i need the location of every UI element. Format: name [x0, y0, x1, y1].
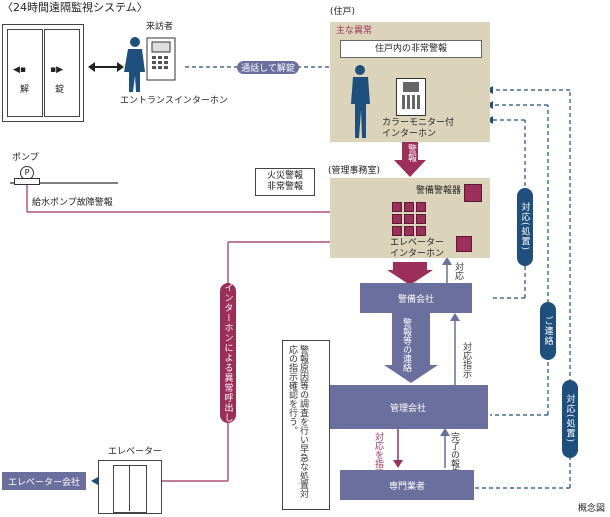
respond-pill-2: 対応(処置): [562, 380, 578, 458]
elevator-company-box: エレベーター会社: [2, 472, 86, 490]
entrance-door: ◀︎▪ ▪▶︎ 解 錠: [2, 24, 84, 122]
respond-instruction-label: 対応指示: [461, 342, 471, 378]
pump-label: ポンプ: [12, 153, 39, 163]
door-left-label: 解: [20, 85, 30, 95]
diagram-title: 〈24時間遠隔監視システム〉: [2, 1, 148, 14]
office-heading: (管理事務室): [328, 166, 381, 176]
entrance-intercom-label: エントランスインターホン: [120, 96, 228, 106]
security-alarm-label: 警備警報器: [416, 186, 462, 196]
residence-heading: (住戸): [330, 7, 356, 17]
elevator-icon: [98, 460, 162, 514]
contact-pill: ご連絡: [540, 302, 556, 360]
security-company-box: 警備会社: [360, 283, 472, 313]
alarm-box: 住戸内の非常警報: [340, 40, 482, 58]
respond-label: 対応: [453, 262, 463, 280]
concept-label: 概念図: [578, 504, 606, 514]
alarm-square-icon: [464, 184, 482, 202]
intercom-call-pill: インターホンによる異常呼出し: [220, 283, 236, 423]
resident-figure-icon: [351, 65, 370, 138]
call-unlock-pill: 通話して解錠: [237, 61, 299, 74]
elevator-intercom-label: エレベーター インターホン: [390, 238, 445, 259]
main-alarm-label: 主な異常: [336, 26, 373, 36]
management-company-box: 管理会社: [328, 385, 488, 429]
alarm-contact-label: 警報等の連絡: [401, 318, 411, 372]
monitor-label: カラーモニター付 インターホン: [382, 118, 455, 139]
elevator-intercom-square-icon: [456, 236, 472, 252]
monitor-intercom-icon: [396, 78, 426, 116]
visitor-label: 来訪者: [146, 22, 174, 32]
pump-fault-label: 給水ポンプ故障警報: [32, 198, 113, 208]
fire-alarm-note: 火災警報 非常警報: [255, 168, 315, 196]
arrow-right-icon: ▪▶︎: [50, 65, 64, 75]
elevator-label: エレベーター: [108, 447, 163, 457]
pump-base-icon: [14, 178, 40, 185]
alarm-arrow-label: 警報: [406, 144, 416, 162]
office-box: 警備警報器 エレベーター インターホン: [330, 178, 490, 259]
respond-pill-1: 対応(処置): [517, 188, 533, 266]
note-box: 警報原因等の調査を行い早急な処置対応の指示確認を行う。: [282, 340, 330, 510]
arrow-left-icon: ◀︎▪: [13, 65, 27, 75]
residence-box: 主な異常 住戸内の非常警報 カラーモニター付 インターホン: [330, 22, 490, 142]
specialist-box: 専門業者: [340, 470, 474, 500]
completion-report-label: 完了の報告: [449, 432, 459, 477]
door-right-label: 錠: [55, 85, 65, 95]
control-panel-icon: [392, 202, 426, 236]
respond-instruct-label: 対応を指示: [373, 432, 383, 477]
